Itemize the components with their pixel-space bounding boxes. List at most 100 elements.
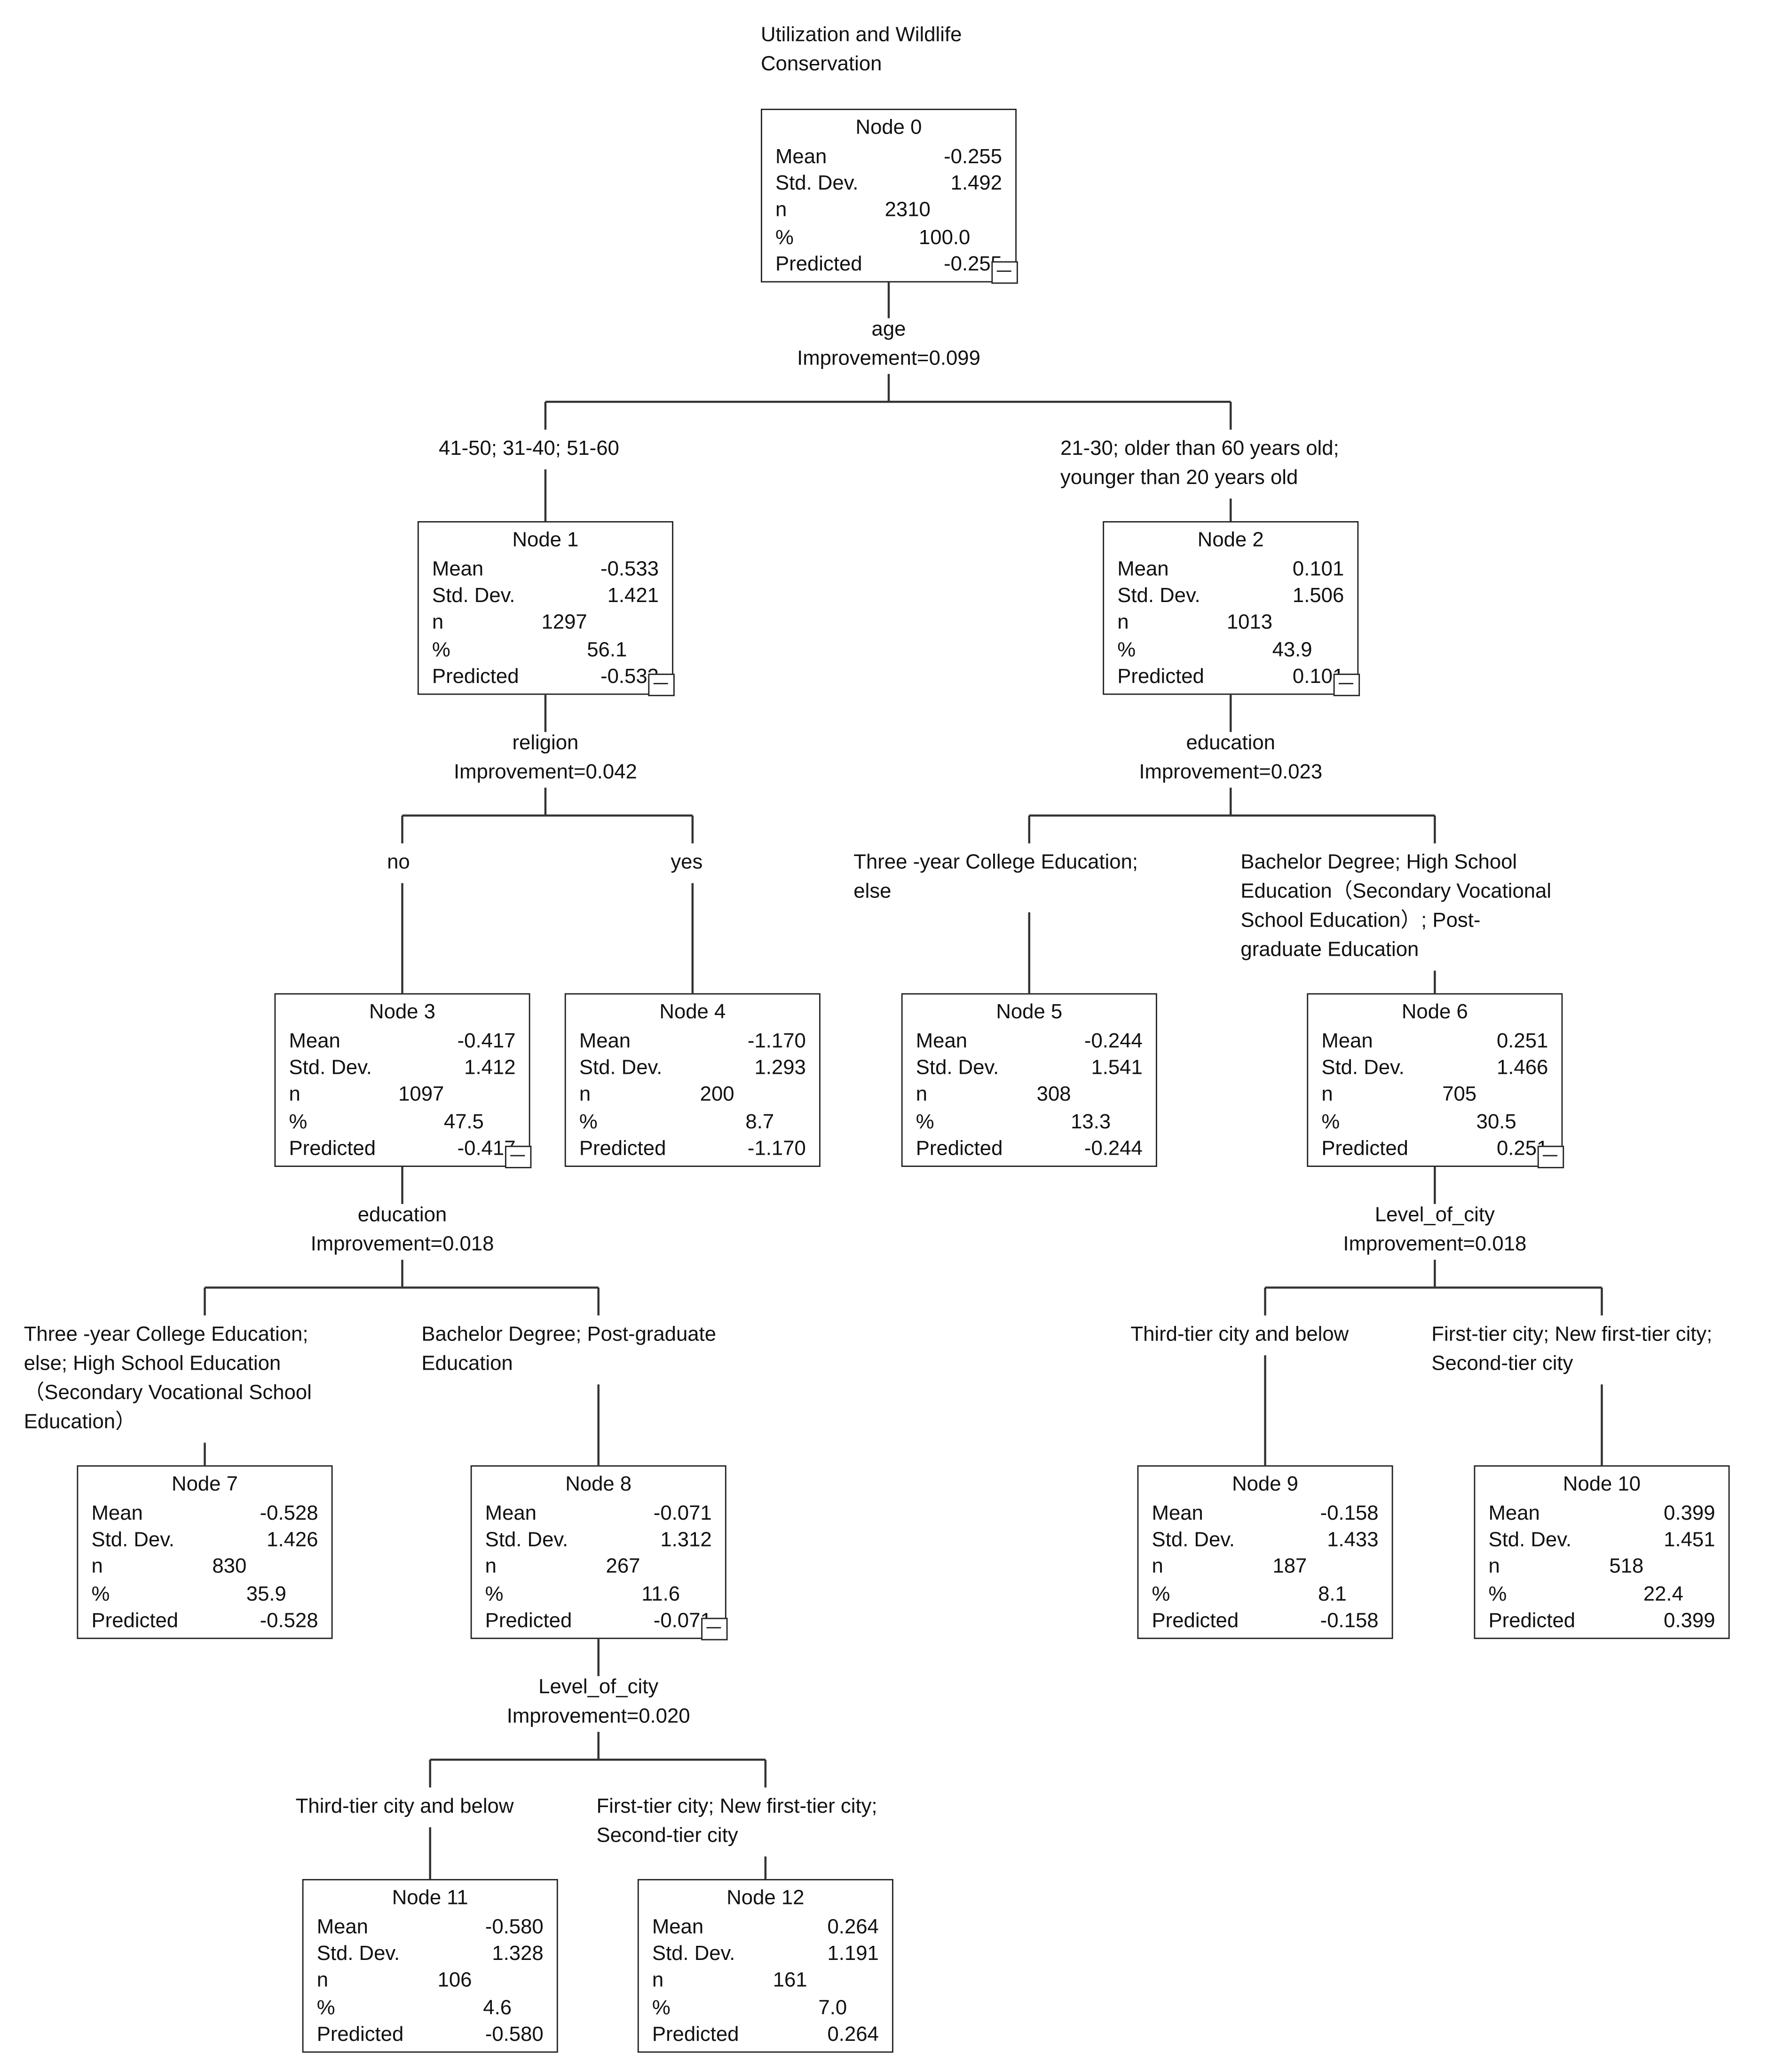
row-label: Std. Dev. — [1152, 1529, 1235, 1552]
node-row-std-dev: Std. Dev.1.451 — [1489, 1528, 1715, 1554]
branch-label-node-7: Three -year College Education; else; Hig… — [24, 1323, 312, 1434]
node-row-mean: Mean-0.071 — [485, 1501, 712, 1528]
node-row-std-dev: Std. Dev. 1.433 — [1152, 1528, 1379, 1554]
row-label: Predicted — [652, 2023, 739, 2046]
row-label: Mean — [916, 1030, 968, 1053]
node-title: Node 12 — [726, 1887, 805, 1910]
row-value: 13.3 — [1071, 1110, 1111, 1134]
node-title: Node 2 — [1197, 529, 1264, 552]
row-value: 8.7 — [745, 1110, 774, 1134]
row-value: -0.417 — [457, 1030, 516, 1053]
row-value: 7.0 — [818, 1996, 847, 2019]
node-title: Node 8 — [565, 1473, 632, 1496]
row-label: Std. Dev. — [1117, 585, 1200, 608]
node-title: Node 0 — [855, 117, 922, 140]
node-row-mean: Mean-1.170 — [579, 1029, 806, 1056]
node-row-predicted: Predicted-1.170 — [579, 1136, 806, 1163]
row-label: Predicted — [289, 1137, 376, 1160]
row-label: Predicted — [1488, 1609, 1576, 1632]
node-row-std-dev: Std. Dev.1.541 — [916, 1056, 1143, 1083]
row-label: n — [1321, 1084, 1333, 1107]
row-label: Predicted — [316, 2023, 404, 2046]
row-value: 22.4 — [1643, 1583, 1683, 1605]
row-label: Mean — [775, 146, 827, 169]
collapse-toggle-icon[interactable] — [647, 673, 674, 696]
row-label: Predicted — [1152, 1609, 1239, 1632]
row-value: 1.433 — [1327, 1529, 1379, 1552]
row-value: 0.251 — [1496, 1030, 1548, 1053]
row-value: 161 — [773, 1969, 807, 1992]
branch-label-node-4: yes — [671, 851, 703, 874]
node-row-predicted: Predicted 0.264 — [652, 2022, 879, 2049]
split-improvement: Improvement=0.018 — [310, 1233, 494, 1256]
row-value: 1.328 — [492, 1943, 544, 1966]
row-label: Std. Dev. — [432, 585, 515, 608]
row-value: 47.5 — [443, 1110, 484, 1134]
row-label: n — [316, 1969, 329, 1992]
row-value: -0.158 — [1320, 1502, 1379, 1525]
node-row-percent: %30.5 — [1321, 1110, 1548, 1136]
node-row-percent: %100.0 — [775, 225, 1002, 252]
row-value: 705 — [1442, 1084, 1477, 1107]
row-label: n — [775, 199, 787, 222]
row-label: Std. Dev. — [775, 173, 859, 195]
row-label: % — [289, 1110, 308, 1134]
split-variable: age — [871, 318, 906, 341]
node-row-mean: Mean -0.255 — [775, 144, 1002, 171]
node-row-mean: Mean-0.528 — [91, 1501, 318, 1528]
split-variable: religion — [512, 732, 579, 755]
row-value: 0.399 — [1664, 1502, 1715, 1525]
node-row-mean: Mean-0.158 — [1152, 1501, 1379, 1528]
node-row-mean: Mean-0.417 — [289, 1029, 515, 1056]
row-label: Std. Dev. — [1488, 1529, 1571, 1552]
node-row-std-dev: Std. Dev. 1.328 — [317, 1942, 544, 1968]
node-row-percent: %8.1 — [1152, 1581, 1379, 1608]
split-variable: Level_of_city — [538, 1676, 659, 1699]
split-improvement: Improvement=0.023 — [1139, 761, 1323, 784]
node-row-percent: %4.6 — [317, 1995, 544, 2022]
row-label: Mean — [1488, 1502, 1540, 1525]
branch-label-node-11: Third-tier city and below — [295, 1795, 514, 1818]
node-row-percent: %22.4 — [1489, 1581, 1715, 1608]
row-value: 1297 — [541, 611, 587, 634]
row-value: -0.255 — [944, 146, 1003, 169]
row-value: 1.506 — [1292, 585, 1344, 608]
row-label: n — [1117, 611, 1129, 634]
row-label: % — [1321, 1110, 1340, 1134]
collapse-toggle-icon[interactable] — [1537, 1145, 1563, 1168]
row-value: 0.399 — [1664, 1609, 1715, 1632]
node-row-predicted: Predicted 0.399 — [1489, 1608, 1715, 1635]
collapse-toggle-icon[interactable] — [1333, 673, 1359, 696]
row-value: 1097 — [398, 1084, 444, 1107]
row-value: -0.244 — [1084, 1137, 1143, 1160]
collapse-toggle-icon[interactable] — [700, 1617, 727, 1640]
row-value: 1.412 — [464, 1057, 516, 1080]
row-value: -1.170 — [747, 1137, 806, 1160]
row-value: 106 — [437, 1969, 472, 1992]
row-value: 0.264 — [827, 2023, 879, 2046]
row-label: % — [652, 1996, 671, 2019]
collapse-toggle-icon[interactable] — [504, 1145, 531, 1168]
row-value: 518 — [1609, 1556, 1644, 1579]
row-value: 100.0 — [919, 226, 971, 249]
row-label: Std. Dev. — [316, 1943, 400, 1966]
collapse-toggle-icon[interactable] — [991, 260, 1018, 283]
row-label: n — [432, 611, 444, 634]
row-value: 1.492 — [950, 173, 1003, 195]
